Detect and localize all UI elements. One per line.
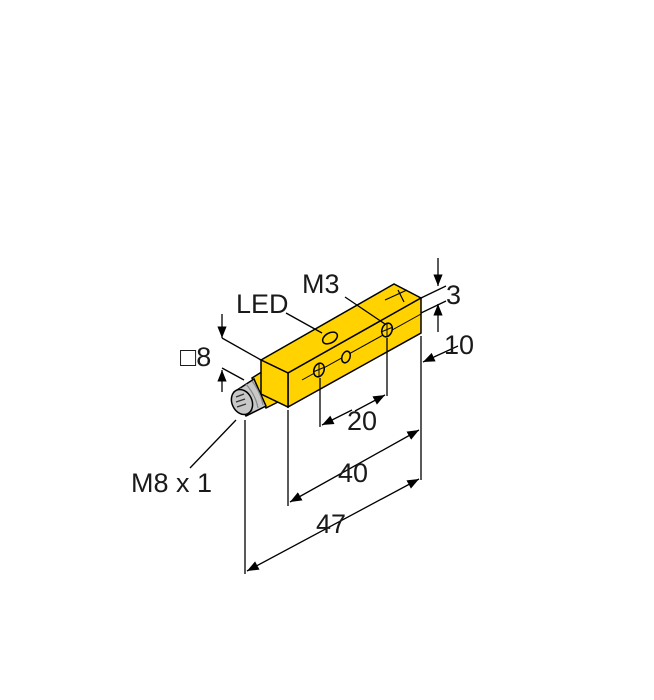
- m3-label: M3: [302, 269, 340, 299]
- small-hole: [340, 350, 352, 364]
- dim-10-label: 10: [444, 330, 474, 360]
- led-indicator: [321, 331, 339, 345]
- dim-square-8-label: □8: [180, 342, 211, 372]
- housing-end-face: [260, 358, 289, 409]
- dimension-lines: [189, 258, 459, 574]
- dim-20-label: 20: [347, 406, 377, 436]
- dim-3-label: 3: [446, 280, 461, 310]
- sensor-housing: [259, 283, 423, 409]
- dim-40-label: 40: [338, 458, 368, 488]
- dim-47-label: 47: [316, 509, 346, 539]
- led-label: LED: [236, 289, 289, 319]
- mounting-hole: [312, 362, 326, 378]
- m8-thread-label: M8 x 1: [131, 468, 212, 498]
- cross-mark-icon: [384, 289, 408, 303]
- mounting-hole: [380, 322, 394, 338]
